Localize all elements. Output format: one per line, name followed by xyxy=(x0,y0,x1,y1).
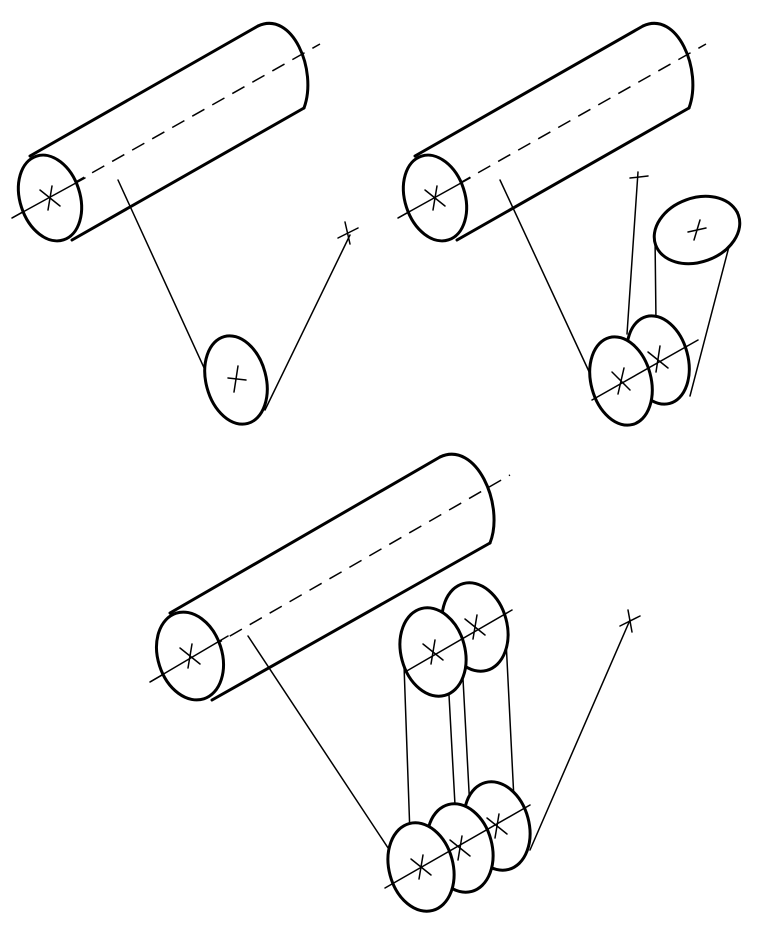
belt-line xyxy=(529,619,631,851)
figure-2-double-pulley xyxy=(397,22,742,427)
cylinder-drum xyxy=(149,452,511,702)
cylinder-drum xyxy=(11,22,321,243)
figure-1-single-pulley xyxy=(11,22,359,426)
belt-line xyxy=(403,664,411,836)
belt-line xyxy=(626,171,639,335)
pivot-mark xyxy=(619,609,641,633)
belt-line xyxy=(654,235,657,323)
belt-line xyxy=(247,635,397,861)
cylinder-drum xyxy=(397,22,707,243)
axis-center-mark xyxy=(39,185,61,211)
belt-line xyxy=(461,659,471,811)
belt-line xyxy=(499,179,593,379)
belt-line xyxy=(505,639,515,801)
belt-line xyxy=(264,234,351,411)
belt-line xyxy=(117,179,207,373)
pivot-mark xyxy=(337,221,359,245)
figure-3-triple-pulley xyxy=(149,452,641,913)
